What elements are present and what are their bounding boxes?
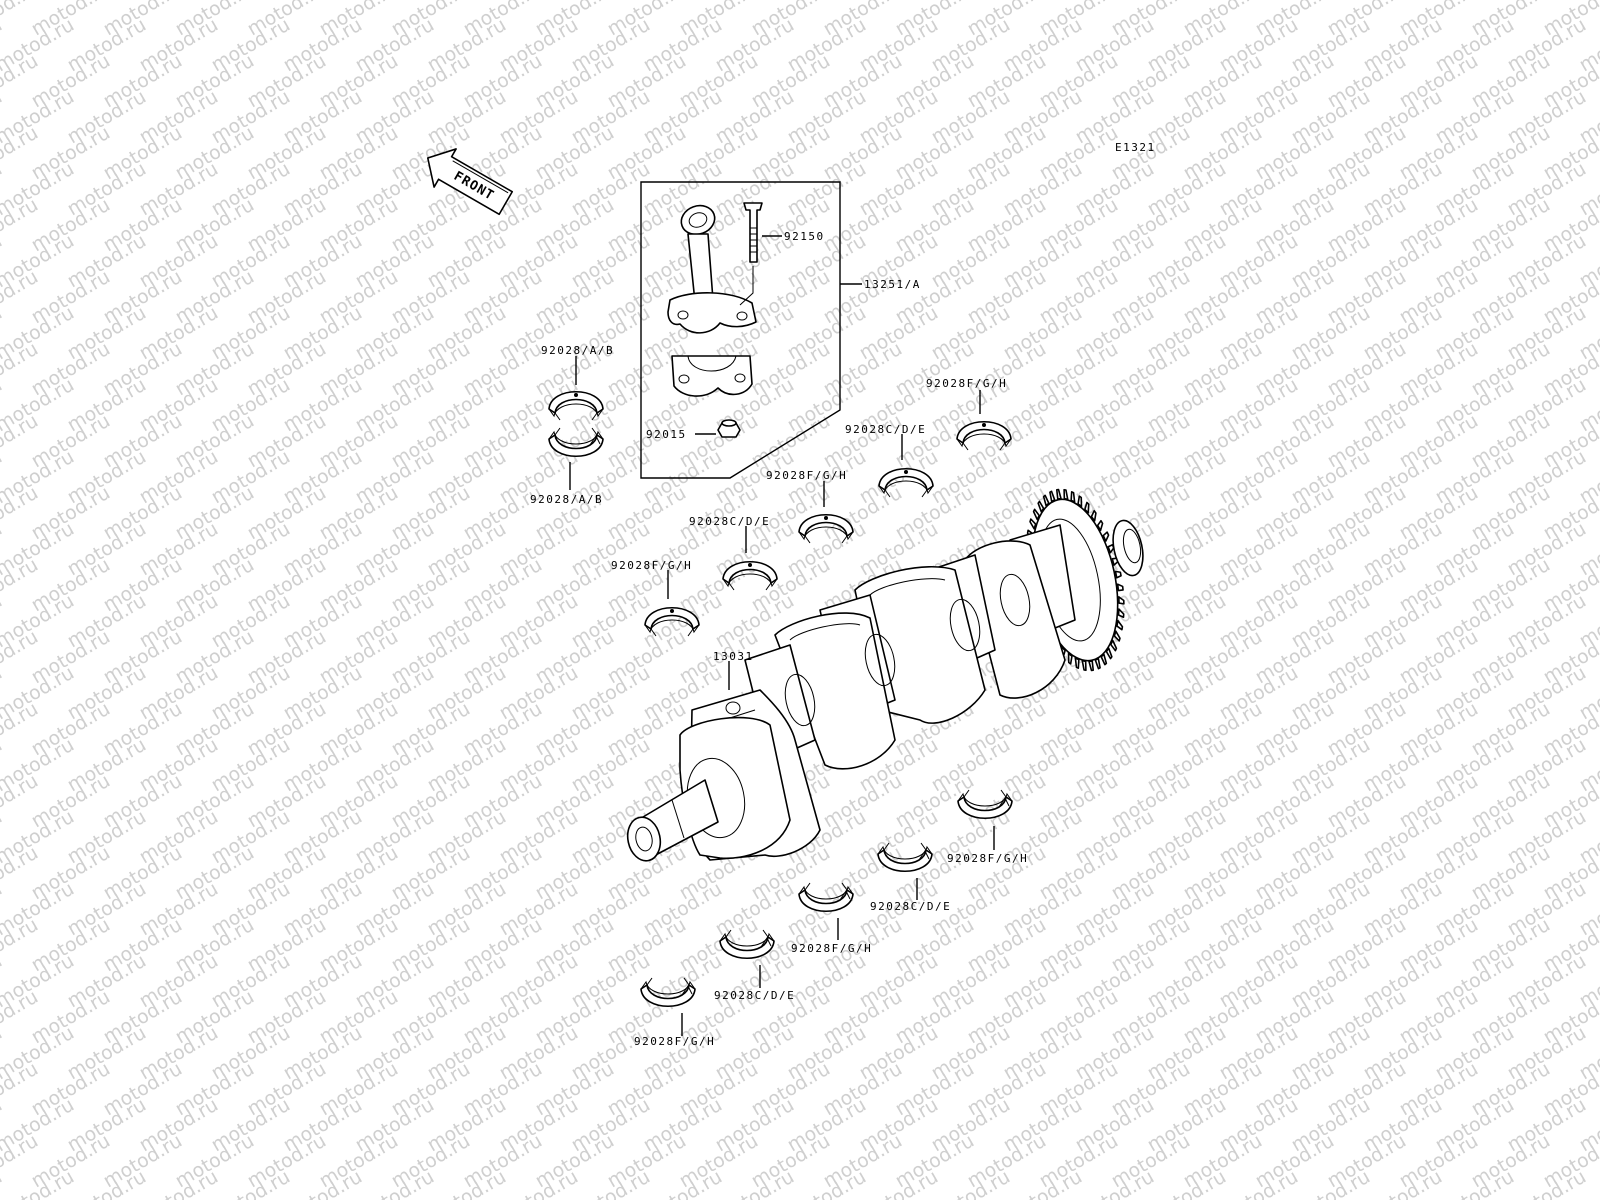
bearing-main-upper-4: 92028C/D/E xyxy=(689,515,778,591)
label-main-upper-2: 92028C/D/E xyxy=(845,423,926,436)
bearing-main-lower-3: 92028F/G/H xyxy=(791,882,872,955)
gear-tooth xyxy=(1055,488,1062,500)
watermark-text: motod.ru xyxy=(1576,0,1600,4)
diagram-code: E1321 xyxy=(1115,141,1156,154)
front-arrow-icon: FRONT xyxy=(426,148,514,216)
gear-tooth xyxy=(1063,488,1069,501)
gear-tooth xyxy=(1088,660,1095,672)
gear-tooth xyxy=(1113,630,1121,642)
gear-tooth xyxy=(1114,570,1122,579)
label-nut: 92015 xyxy=(646,428,687,441)
bearing-main-upper-2: 92028C/D/E xyxy=(845,423,934,498)
label-main-lower-2: 92028C/D/E xyxy=(870,900,951,913)
nut-icon xyxy=(717,419,741,438)
gear-tooth xyxy=(1116,619,1124,631)
label-main-lower-3: 92028F/G/H xyxy=(791,942,872,955)
label-main-lower-5: 92028F/G/H xyxy=(634,1035,715,1048)
gear-tooth xyxy=(1029,518,1037,530)
bearing-main-lower-2: 92028C/D/E xyxy=(870,842,951,913)
gear-tooth xyxy=(1049,490,1056,503)
bearing-main-upper-3: 92028F/G/H xyxy=(766,469,854,544)
label-main-upper-4: 92028C/D/E xyxy=(689,515,770,528)
label-main-lower-1: 92028F/G/H xyxy=(947,852,1028,865)
label-crankshaft: 13031 xyxy=(713,650,754,663)
gear-tooth xyxy=(1117,608,1125,619)
gear-tooth xyxy=(1118,596,1125,605)
label-main-upper-3: 92028F/G/H xyxy=(766,469,847,482)
bearing-rod-lower: 92028/A/B xyxy=(530,427,604,506)
label-main-upper-5: 92028F/G/H xyxy=(611,559,692,572)
gear-tooth xyxy=(1094,657,1101,670)
label-bolt: 92150 xyxy=(784,230,825,243)
label-bearing-rod-upper: 92028/A/B xyxy=(541,344,614,357)
bearing-main-upper-5: 92028F/G/H xyxy=(611,559,700,637)
bearing-main-lower-5: 92028F/G/H xyxy=(634,977,715,1048)
bearing-main-lower-1: 92028F/G/H xyxy=(947,789,1028,865)
label-main-upper-1: 92028F/G/H xyxy=(926,377,1007,390)
label-main-lower-4: 92028C/D/E xyxy=(714,989,795,1002)
gear-tooth xyxy=(1116,583,1124,592)
bolt-icon xyxy=(743,202,763,263)
bearing-main-lower-4: 92028C/D/E xyxy=(714,929,795,1002)
bearing-main-upper-1: 92028F/G/H xyxy=(926,377,1012,451)
crankshaft-icon xyxy=(626,488,1144,862)
bearing-rod-upper: 92028/A/B xyxy=(541,344,614,421)
label-conrod: 13251/A xyxy=(864,278,921,291)
connecting-rod-icon xyxy=(667,204,757,397)
label-bearing-rod-lower: 92028/A/B xyxy=(530,493,603,506)
gear-tooth xyxy=(1081,659,1087,672)
